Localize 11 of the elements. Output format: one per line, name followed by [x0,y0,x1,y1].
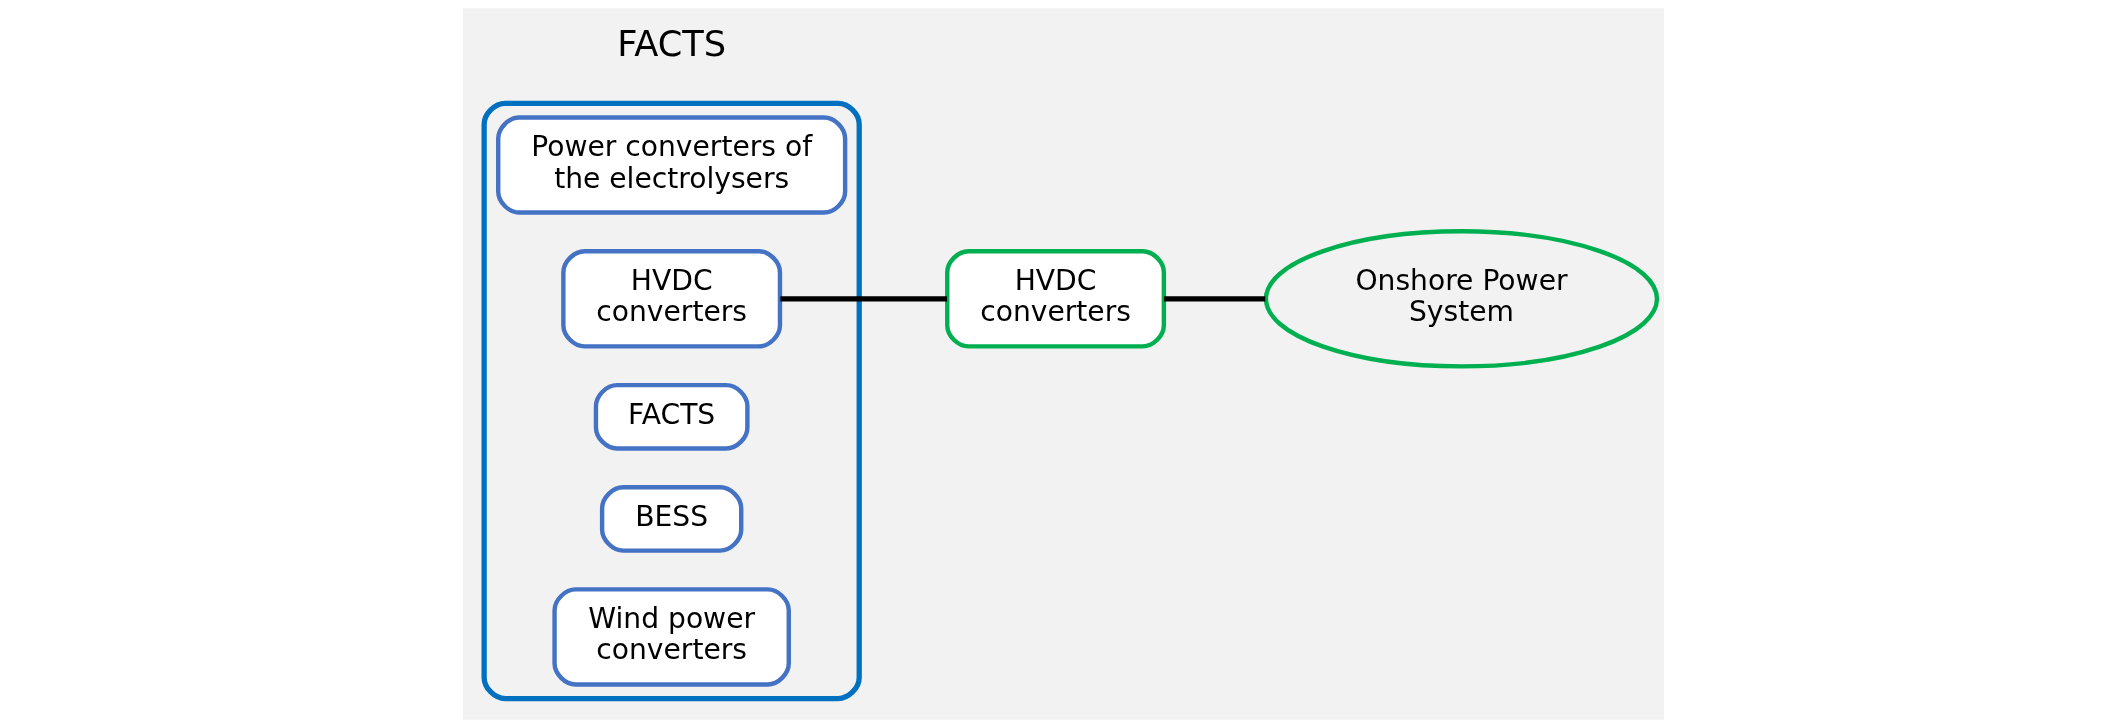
node-box: FACTS [593,382,750,451]
node-ellipse: Onshore Power System [1263,229,1660,369]
connector [780,296,947,302]
node-box: BESS [599,485,744,553]
node-box: Power converters of the electrolysers [496,115,848,215]
cluster [481,100,862,702]
label: FACTS [617,22,727,64]
node-box: HVDC converters [945,249,1167,349]
node-box: Wind power converters [552,587,791,687]
connector [1164,296,1266,302]
node-box: HVDC converters [561,249,783,349]
